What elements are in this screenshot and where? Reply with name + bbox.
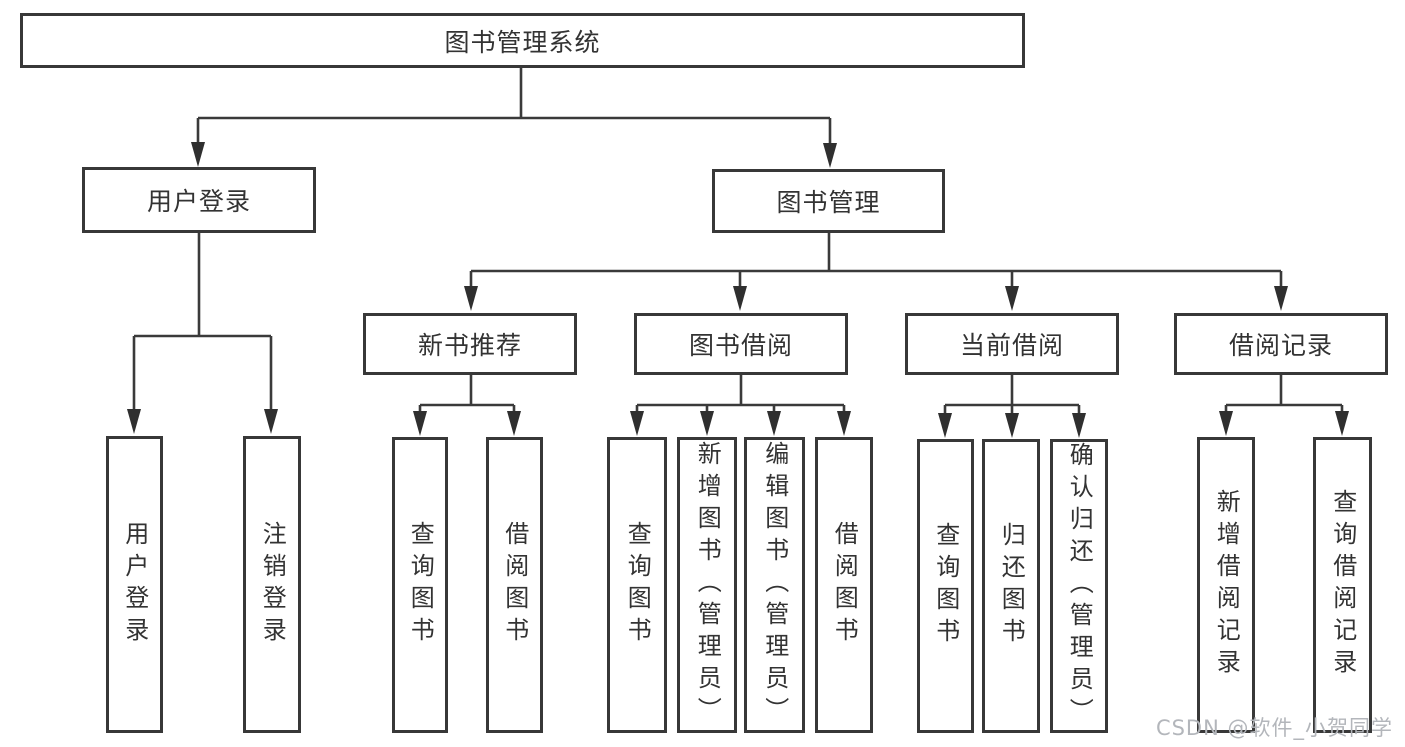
leaf-label: 新增图书（管理员） [693, 441, 722, 729]
leaf-borrow-books-recommend: 借阅图书 [486, 437, 543, 733]
node-user-login: 用户登录 [82, 167, 316, 233]
leaf-label: 注销登录 [258, 520, 287, 649]
leaf-label: 查询图书 [406, 521, 435, 649]
leaf-confirm-return-admin: 确认归还（管理员） [1050, 439, 1108, 733]
leaf-add-borrow-record: 新增借阅记录 [1197, 437, 1255, 733]
node-current-borrow: 当前借阅 [905, 313, 1119, 375]
leaf-label: 借阅图书 [500, 521, 529, 649]
leaf-label: 查询图书 [623, 521, 652, 649]
node-label: 借阅记录 [1228, 331, 1333, 360]
node-new-book-recommend: 新书推荐 [363, 313, 577, 375]
leaf-label: 用户登录 [120, 520, 149, 649]
leaf-logout-login: 注销登录 [243, 436, 301, 733]
leaf-query-books-borrow: 查询图书 [607, 437, 667, 733]
leaf-label: 编辑图书（管理员） [760, 441, 789, 729]
node-book-management: 图书管理 [712, 169, 945, 233]
leaf-query-books-current: 查询图书 [917, 439, 974, 733]
leaf-return-books: 归还图书 [982, 439, 1040, 733]
leaf-query-borrow-record: 查询借阅记录 [1313, 437, 1372, 733]
leaf-add-books-admin: 新增图书（管理员） [677, 437, 737, 733]
node-label: 用户登录 [146, 187, 251, 216]
leaf-label: 确认归还（管理员） [1065, 442, 1094, 730]
node-label: 当前借阅 [959, 331, 1064, 360]
node-label: 图书借阅 [688, 331, 793, 360]
leaf-borrow-books: 借阅图书 [815, 437, 873, 733]
watermark: CSDN @软件_小贺同学 [1155, 716, 1393, 740]
arrowheads [127, 142, 1349, 438]
leaf-query-books-recommend: 查询图书 [392, 437, 448, 733]
leaf-label: 查询图书 [931, 522, 960, 650]
leaf-label: 查询借阅记录 [1328, 489, 1357, 681]
node-borrow-records: 借阅记录 [1174, 313, 1388, 375]
node-label: 图书管理 [776, 188, 881, 217]
leaf-edit-books-admin: 编辑图书（管理员） [744, 437, 805, 733]
node-library-system: 图书管理系统 [20, 13, 1025, 68]
node-label: 图书管理系统 [444, 27, 601, 57]
leaf-label: 归还图书 [997, 522, 1026, 650]
leaf-label: 借阅图书 [830, 521, 859, 649]
leaf-label: 新增借阅记录 [1212, 489, 1241, 681]
node-label: 新书推荐 [417, 331, 522, 360]
node-book-borrow: 图书借阅 [634, 313, 848, 375]
leaf-user-login: 用户登录 [106, 436, 163, 733]
